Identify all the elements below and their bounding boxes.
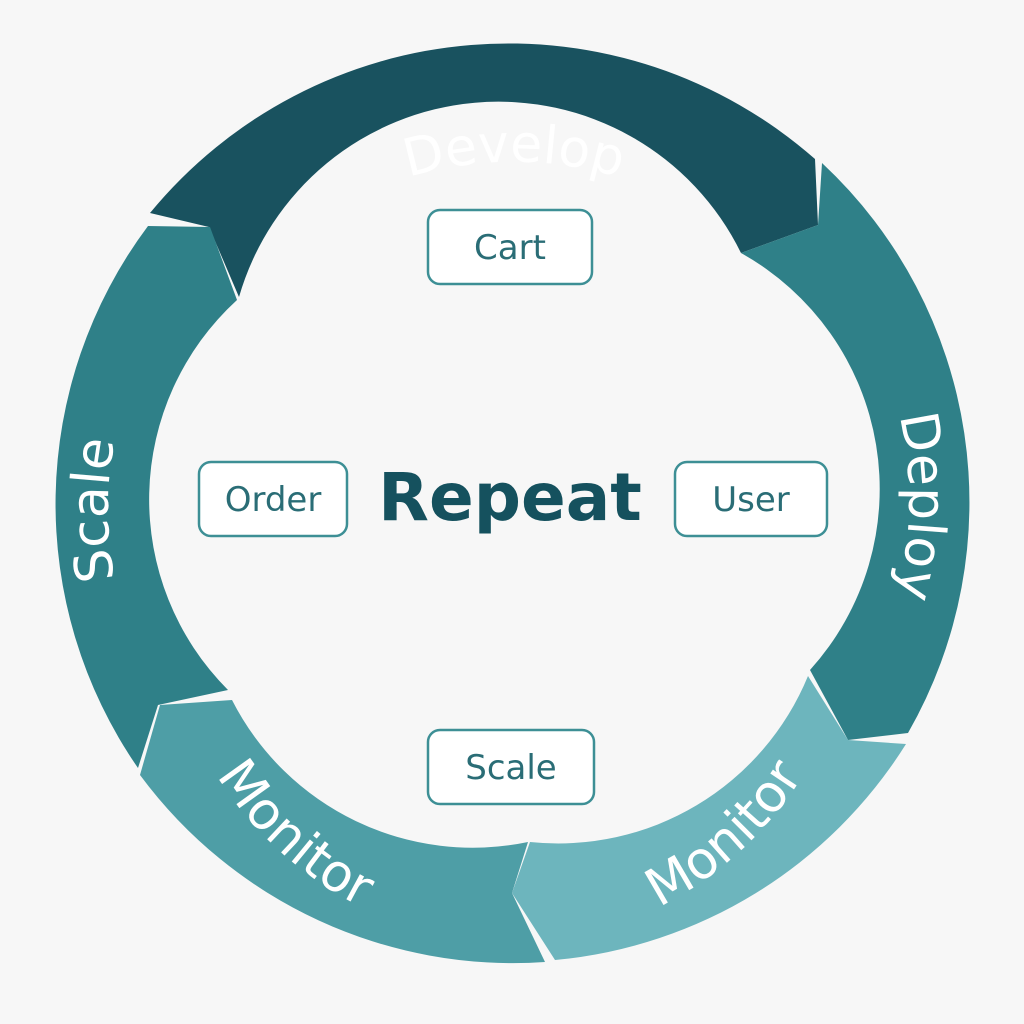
segment-monitor-right: [512, 676, 906, 960]
segment-develop: [150, 43, 818, 298]
segment-label-scale: Scale: [61, 433, 127, 586]
node-scale-label: Scale: [465, 748, 556, 788]
node-order: Order: [197, 460, 349, 538]
node-scale: Scale: [426, 728, 596, 806]
node-order-label: Order: [225, 480, 322, 520]
segment-monitor-left: [140, 700, 545, 964]
segment-scale: [55, 226, 237, 768]
node-user-label: User: [712, 480, 790, 520]
segment-label-develop: Develop: [397, 114, 631, 189]
segment-deploy: [741, 163, 970, 740]
node-user: User: [673, 460, 829, 538]
node-cart-label: Cart: [474, 228, 546, 268]
node-cart: Cart: [426, 208, 594, 286]
center-title: Repeat: [378, 459, 642, 536]
